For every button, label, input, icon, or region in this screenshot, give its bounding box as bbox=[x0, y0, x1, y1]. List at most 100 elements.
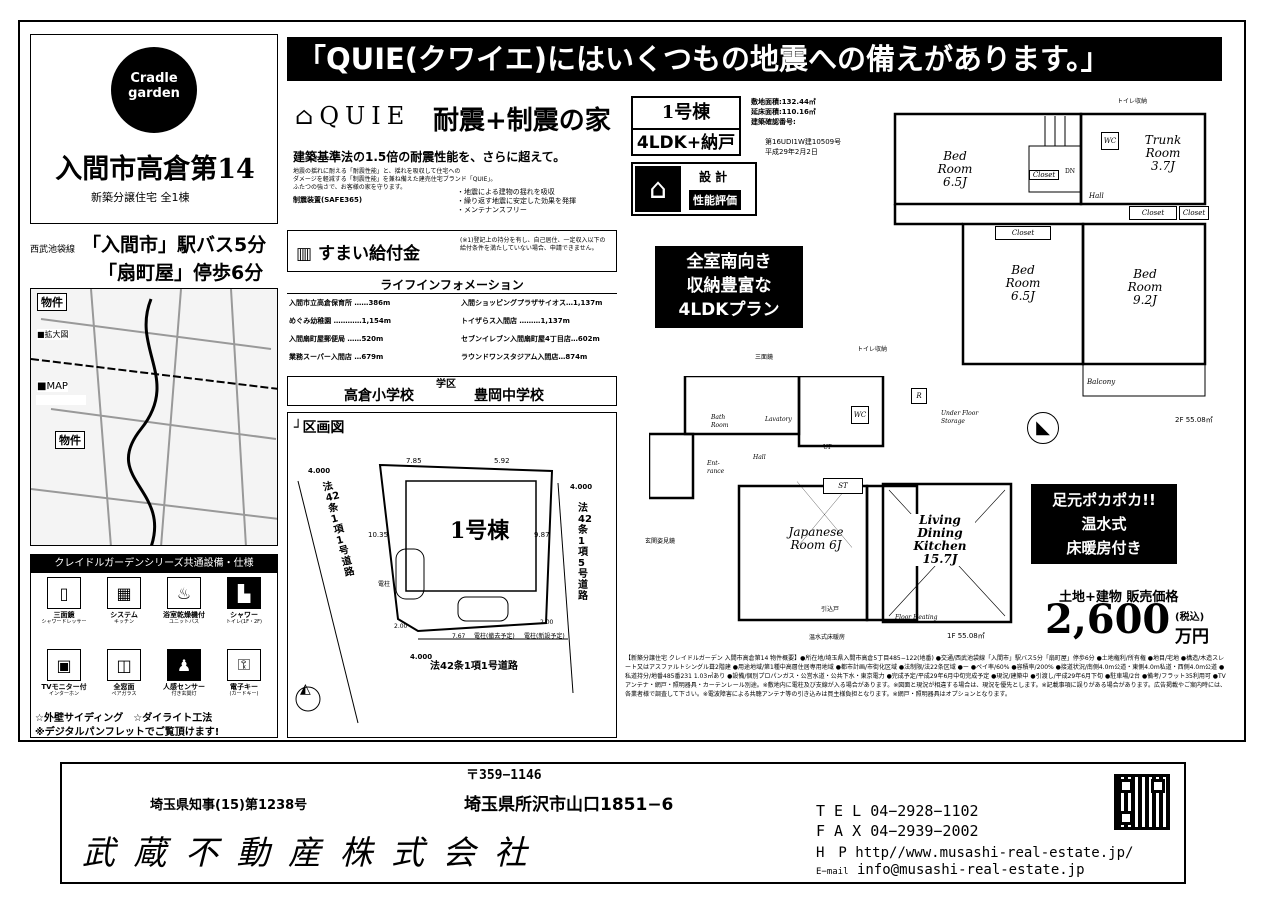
floor-heating-label: Floor Heating bbox=[895, 614, 938, 621]
japanese-label: Japanese Room 6J bbox=[788, 525, 844, 552]
monitor-icon: ▣ TVモニター付 インターホン bbox=[35, 649, 93, 697]
north-arrow-icon: ◭ bbox=[300, 681, 311, 697]
bath-label: Bath Room bbox=[711, 414, 729, 429]
lifeinfo-panel: ライフインフォメーション 入間市立高倉保育所 ……386m 入間ショッピングプラ… bbox=[287, 276, 617, 372]
life-row: めぐみ幼稚園 …………1,154m bbox=[289, 317, 392, 325]
heating-1: 足元ポカポカ!! bbox=[1052, 491, 1156, 509]
tel-number[interactable]: 04−2928−1102 bbox=[870, 802, 979, 820]
kitchen-icon: ▦ システム キッチン bbox=[95, 577, 153, 625]
up-label: UP bbox=[823, 444, 833, 451]
bed3-label: Bed Room 9.2J bbox=[1127, 267, 1163, 307]
pair-glass-icon: ◫ 全窓面 ペアガラス bbox=[95, 649, 153, 697]
hp-label: H P bbox=[816, 845, 847, 861]
life-row: ラウンドワンスタジアム入間店…874m bbox=[461, 353, 588, 361]
school-junior: 豊岡中学校 bbox=[474, 388, 544, 404]
qr-code-icon[interactable] bbox=[1114, 774, 1170, 830]
closet-label: Closet bbox=[1129, 206, 1177, 220]
hall1-label: Hall bbox=[753, 454, 766, 461]
quie-body1: 地震の揺れに耐える「耐震性能」と、揺れを吸収して住宅への bbox=[293, 168, 461, 175]
hall2-label: Hall bbox=[1089, 192, 1104, 200]
life-row: 業務スーパー入間店 …679m bbox=[289, 353, 384, 361]
hikido-label: 引込戸 bbox=[821, 606, 840, 613]
kakudai-label: ■拡大図 bbox=[37, 329, 69, 340]
price-label: 土地+建物 販売価格 bbox=[1059, 590, 1179, 605]
tel-row: T E L 04−2928−1102 bbox=[816, 802, 979, 820]
road-right-width: 4.000 bbox=[570, 483, 593, 491]
promo-2: 収納豊富な bbox=[686, 276, 772, 296]
life-row: 入間市立高倉保育所 ……386m bbox=[289, 299, 391, 307]
quie-panel: ⌂QUIE 耐震+制震の家 建築基準法の1.5倍の耐震性能を、さらに超えて。 地… bbox=[287, 86, 617, 226]
house-icon: ⌂ bbox=[295, 102, 320, 130]
toilet-storage1: トイレ収納 bbox=[857, 346, 888, 353]
quie-bullet1: ・地震による建物の揺れを吸収 bbox=[457, 188, 555, 196]
lavatory-label: Lavatory bbox=[765, 416, 792, 423]
road-bottom-width: 4.000 bbox=[410, 653, 433, 661]
card-key-icon: ⚿ 電子キー (カードキー) bbox=[215, 649, 273, 697]
wc2-label: WC bbox=[1101, 132, 1119, 150]
floor2-area: 2F 55.08㎡ bbox=[1175, 416, 1213, 424]
plan-layout: 4LDK+納戸 bbox=[636, 133, 736, 153]
building-icon: ▥ bbox=[296, 244, 313, 264]
cradle-garden-logo: Cradle garden bbox=[111, 47, 197, 133]
plan-building-label: 1号棟 bbox=[633, 98, 739, 130]
series-note1: ☆外壁サイディング ☆ダイライト工法 bbox=[35, 713, 213, 724]
quie-bullet3: ・メンテナンスフリー bbox=[457, 206, 527, 214]
seino-2: 性能評価 bbox=[689, 190, 741, 210]
wc1-label: WC bbox=[851, 406, 869, 424]
school-elementary: 高倉小学校 bbox=[344, 388, 414, 404]
floorplan-panel: 1号棟 4LDK+納戸 敷地面積:132.44㎡ 延床面積:110.16㎡ 建築… bbox=[625, 86, 1229, 738]
road-right: 法42条1項5号道路 bbox=[578, 503, 592, 602]
closet-label: Closet bbox=[995, 226, 1051, 240]
series-title: クレイドルガーデンシリーズ共通設備・仕様 bbox=[31, 555, 277, 573]
price-tax: (税込) bbox=[1175, 612, 1205, 623]
seino-house-icon: ⌂ bbox=[635, 166, 681, 212]
area-map: 物件 ■拡大図 ■MAP 物件 bbox=[30, 288, 278, 546]
school-panel: 学区 高倉小学校 豊岡中学校 bbox=[287, 376, 617, 406]
access-line2: 「扇町屋」停歩6分 bbox=[98, 262, 264, 284]
st-label: ST bbox=[823, 478, 863, 494]
dim-left: 10.35 bbox=[368, 531, 389, 539]
series-panel: クレイドルガーデンシリーズ共通設備・仕様 ▯ 三面鏡 シャワードレッサー ▦ シ… bbox=[30, 554, 278, 738]
plan-2f-walls bbox=[893, 112, 1207, 397]
heating-2: 温水式 bbox=[1081, 515, 1127, 533]
line-label: 西武池袋線 bbox=[30, 245, 76, 255]
toilet-icon: ▙ シャワー トイレ(1F・2F) bbox=[215, 577, 273, 625]
promo-1: 全室南向き bbox=[686, 252, 772, 272]
life-row: 入間ショッピングプラザサイオス…1,137m bbox=[461, 299, 603, 307]
r-label: R bbox=[911, 388, 927, 404]
pole3: 電柱(新設予定) bbox=[524, 633, 565, 640]
price-amount: 2,600 bbox=[1045, 596, 1171, 643]
map-roads bbox=[31, 289, 277, 545]
promo-3: 4LDKプラン bbox=[678, 300, 780, 320]
heating-3: 床暖房付き bbox=[1066, 539, 1142, 557]
road-left-width: 4.000 bbox=[308, 467, 331, 475]
quie-device: 制震装置(SAFE365) bbox=[293, 196, 363, 204]
dim-bottom: 7.67 bbox=[452, 633, 466, 640]
cert-date: 平成29年2月2日 bbox=[765, 148, 818, 156]
property-summary: 【新築分譲住宅 クレイドルガーデン 入間市高倉第14 物件概要】●所在地/埼玉県… bbox=[625, 655, 1227, 698]
kukaku-title: ┘区画図 bbox=[294, 420, 345, 436]
dim-top2: 5.92 bbox=[494, 457, 510, 465]
floor-area: 延床面積:110.16㎡ bbox=[751, 108, 816, 116]
plan-building-box: 1号棟 4LDK+納戸 bbox=[631, 96, 741, 156]
ldk-label: Living Dining Kitchen 15.7J bbox=[905, 514, 975, 566]
bed2-label: Bed Room 6.5J bbox=[1005, 263, 1041, 303]
life-row: トイザらス入間店 ………1,137m bbox=[461, 317, 570, 325]
fax-row: F A X 04−2939−2002 bbox=[816, 822, 979, 840]
hp-link[interactable]: http//www.musashi-real-estate.jp/ bbox=[855, 845, 1134, 861]
mail-link[interactable]: info@musashi-real-estate.jp bbox=[856, 862, 1085, 878]
headline-band: 「QUIE(クワイエ)にはいくつもの地震への備えがあります。」 bbox=[287, 37, 1222, 81]
road-bottom: 法42条1項1号道路 bbox=[430, 661, 518, 672]
life-row: セブンイレブン入間扇町屋4丁目店…602m bbox=[461, 335, 600, 343]
property-sub: 新築分譲住宅 全1棟 bbox=[91, 191, 190, 204]
trunk-label: Trunk Room 3.7J bbox=[1144, 133, 1182, 173]
genkan-label: 玄関姿見鏡 bbox=[645, 538, 676, 545]
flyer-frame bbox=[18, 20, 1246, 742]
lifeinfo-title: ライフインフォメーション bbox=[287, 276, 617, 294]
dim-corner2: 2.00 bbox=[540, 619, 554, 626]
quie-tagline: 耐震+制震の家 bbox=[433, 106, 611, 136]
seino-1: 設 計 bbox=[699, 170, 728, 184]
price-unit: 万円 bbox=[1175, 627, 1209, 647]
site-area: 敷地面積:132.44㎡ bbox=[751, 98, 816, 106]
closet-label: Closet bbox=[1179, 206, 1209, 220]
